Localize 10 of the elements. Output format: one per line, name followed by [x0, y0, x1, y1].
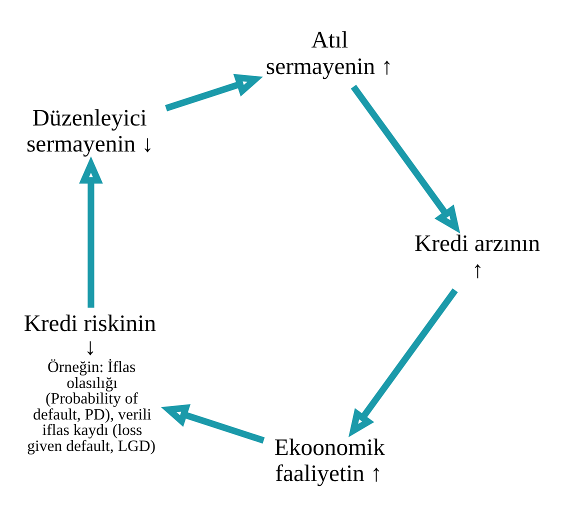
node-text: Kredi riskinin ↓ Örneğin: İflas olasılığı (Probability of default, PD), verili iflas kaydı (loss given default, LGD) — [24, 310, 156, 455]
arrow — [160, 404, 265, 444]
node-text: Atıl sermayenin ↑ — [266, 27, 393, 80]
node-text: Kredi arzının ↑ — [414, 231, 540, 284]
arrow — [350, 84, 460, 234]
arrow — [79, 156, 103, 308]
arrow — [165, 74, 263, 112]
node-text: Düzenleyici sermayenin ↓ — [26, 105, 154, 158]
node-text: Ekoonomik faaliyetin ↑ — [274, 434, 385, 488]
arrow — [348, 288, 458, 438]
